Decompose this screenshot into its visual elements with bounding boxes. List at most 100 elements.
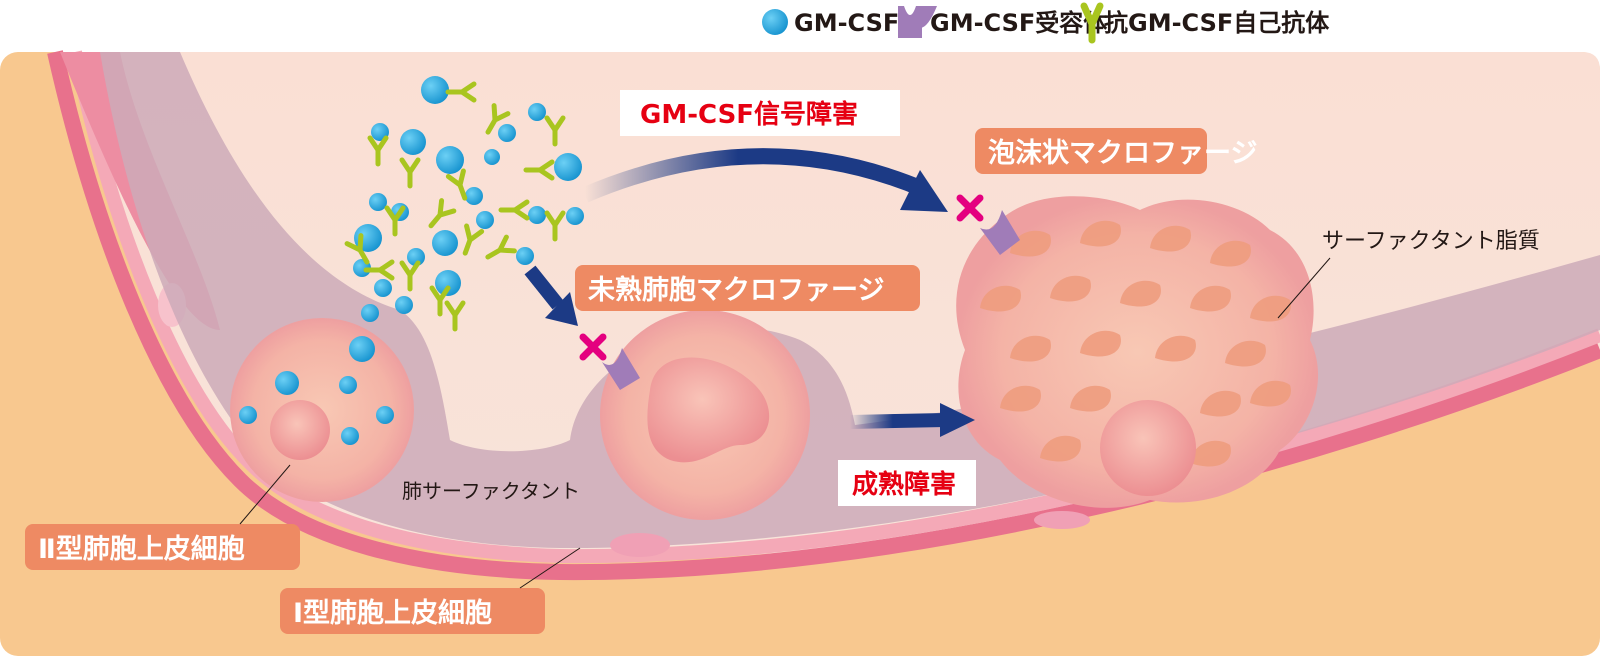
lipid-vacuole [1155, 335, 1196, 362]
autoantibody [523, 159, 555, 181]
gmcsf-molecule [436, 146, 464, 174]
gmcsf-molecule [239, 406, 257, 424]
gmcsf-molecule [407, 248, 425, 266]
gmcsf-antibody-cluster [239, 76, 584, 445]
autoantibody [445, 168, 468, 201]
autoantibody [428, 198, 457, 229]
lipid-vacuole [980, 285, 1021, 312]
gmcsf-legend-icon [762, 9, 788, 35]
type2-alveolar-cell [230, 318, 414, 502]
maturation-disorder-box [838, 460, 976, 506]
leader-line [519, 547, 581, 589]
type1-cell-nucleus [610, 533, 670, 557]
gmcsf-molecule [432, 230, 458, 256]
maturation-arrowhead [940, 403, 975, 437]
lipid-vacuole [1190, 440, 1231, 467]
gmcsf-molecule [400, 129, 426, 155]
autoantibody [462, 223, 485, 256]
maturation-disorder-label: 成熟障害 [852, 469, 956, 500]
gmcsf-molecule [369, 193, 387, 211]
autoantibody [544, 210, 566, 242]
surfactant-lipid-vacuoles [980, 220, 1291, 467]
signal-arrowhead [900, 170, 948, 212]
legend-autoantibody: 抗GM-CSF自己抗体 [1104, 9, 1330, 37]
maturation-arrow [849, 413, 946, 429]
receptor-shape [898, 6, 922, 38]
gmcsf-molecule [421, 76, 449, 104]
surfactant-lipid-label: サーファクタント脂質 [1322, 229, 1540, 254]
gmcsf-molecule [516, 247, 534, 265]
autoantibody [444, 300, 466, 332]
lipid-vacuole [1000, 385, 1041, 412]
lipid-vacuole [1120, 280, 1161, 307]
signal-arrow [581, 148, 929, 203]
autoantibody [399, 157, 421, 189]
autoantibody [485, 234, 517, 260]
autoantibody [363, 259, 395, 281]
signal-disorder-box [620, 90, 900, 136]
immature-macrophage-box [575, 265, 920, 311]
autoantibody [384, 205, 406, 237]
type1-cell-nucleus [1034, 511, 1090, 529]
lipid-vacuole [1080, 220, 1121, 247]
antibody-legend-icon [1080, 2, 1104, 44]
autoantibody [544, 115, 566, 147]
lipid-vacuole [1210, 240, 1251, 267]
autoantibody [498, 199, 530, 221]
leader-line [1277, 257, 1331, 319]
gmcsf-molecule [566, 207, 584, 225]
gmcsf-molecule [484, 149, 500, 165]
type2-cell-label: Ⅱ型肺胞上皮細胞 [38, 534, 245, 565]
gmcsf-molecule [376, 406, 394, 424]
type1-cell-box [280, 588, 545, 634]
autoantibody [485, 103, 511, 135]
autoantibody [344, 233, 370, 265]
type2-cell-box [25, 524, 300, 570]
gmcsf-molecule [275, 371, 299, 395]
leader-line [239, 464, 291, 525]
small-arrowhead [545, 292, 578, 326]
foamy-macrophage [956, 196, 1319, 508]
receptor [980, 210, 1020, 255]
lipid-vacuole [1010, 230, 1051, 257]
legend: GM-CSF GM-CSF受容体 抗GM-CSF自己抗体 [762, 2, 1330, 44]
gmcsf-molecule [339, 376, 357, 394]
lipid-vacuole [1070, 385, 1111, 412]
lung-surfactant-label: 肺サーファクタント [402, 479, 580, 503]
gmcsf-molecule [498, 124, 516, 142]
gmcsf-molecule [465, 187, 483, 205]
foamy-macrophage-nucleus [1100, 400, 1196, 496]
lipid-vacuole [1190, 285, 1231, 312]
legend-gmcsf: GM-CSF [794, 9, 899, 37]
small-arrow [524, 265, 564, 310]
gmcsf-molecule [435, 270, 461, 296]
block-x-icon [956, 194, 984, 222]
immature-macrophage-label: 未熟肺胞マクロファージ [588, 274, 884, 306]
lipid-vacuole [1040, 435, 1081, 462]
immature-macrophage [600, 310, 810, 520]
autoantibody [429, 285, 451, 317]
gmcsf-molecule [374, 279, 392, 297]
lipid-vacuole [1010, 335, 1051, 362]
lipid-vacuole [1225, 340, 1266, 367]
legend-receptor: GM-CSF受容体 [930, 9, 1108, 37]
type1-cell-label: Ⅰ型肺胞上皮細胞 [293, 598, 492, 629]
receptor [602, 348, 640, 390]
foamy-macrophage-box [975, 128, 1207, 174]
lipid-vacuole [1200, 390, 1241, 417]
signal-disorder-label: GM-CSF信号障害 [640, 99, 858, 130]
gmcsf-molecule [528, 103, 546, 121]
autoantibody [445, 81, 477, 103]
block-x-icon [579, 333, 607, 361]
foamy-macrophage-label: 泡沫状マクロファージ [988, 137, 1257, 169]
gmcsf-molecule [341, 427, 359, 445]
lipid-vacuole [1080, 330, 1121, 357]
lipid-vacuole [1050, 275, 1091, 302]
gmcsf-molecule [554, 153, 582, 181]
gmcsf-molecule [349, 336, 375, 362]
gmcsf-molecule [528, 206, 546, 224]
lipid-vacuole [1150, 225, 1191, 252]
autoantibody [367, 135, 389, 167]
gmcsf-molecule [361, 304, 379, 322]
